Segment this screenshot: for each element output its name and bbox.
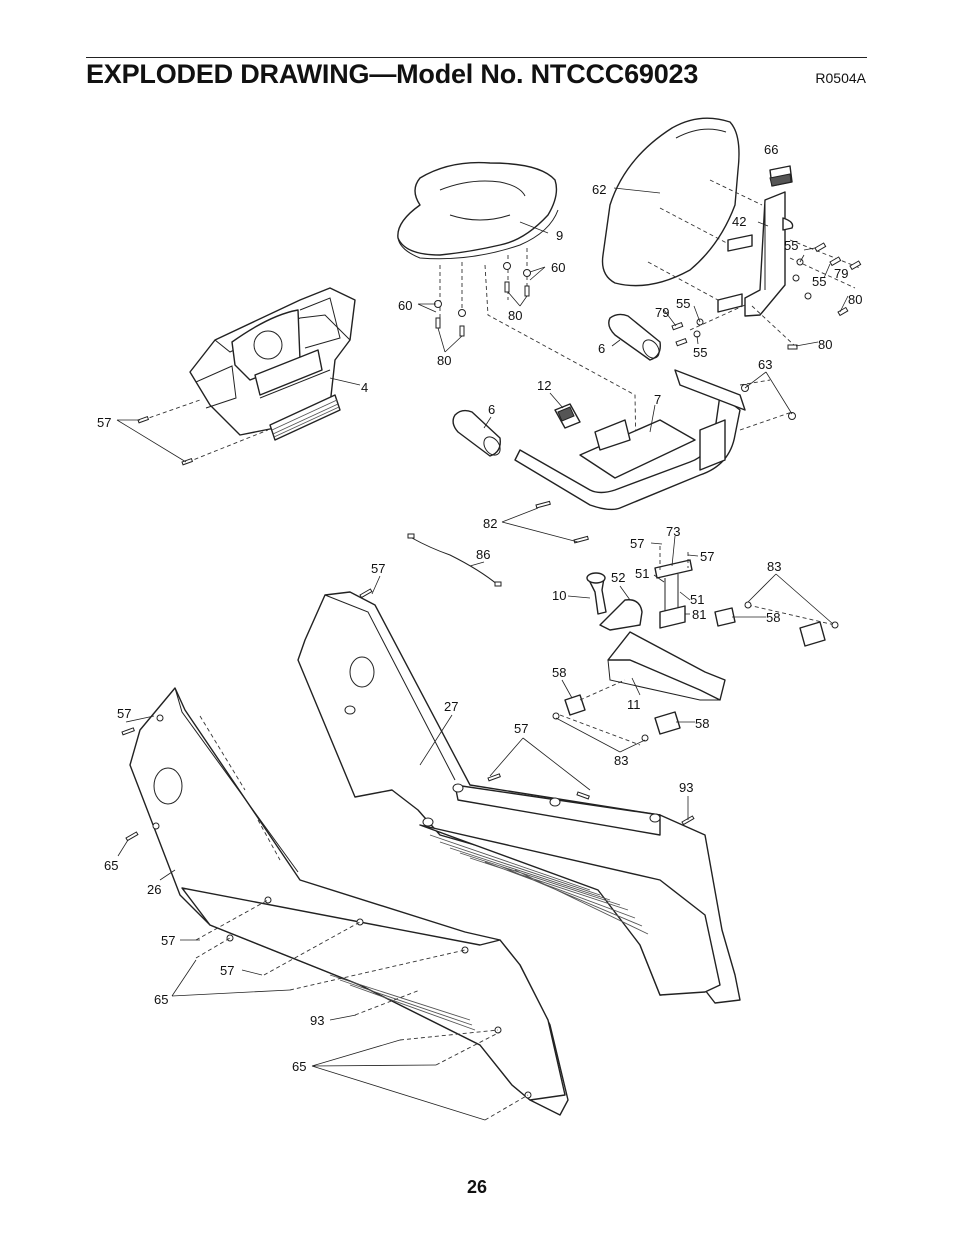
callout-55: 55 bbox=[812, 274, 826, 289]
callout-51: 51 bbox=[690, 592, 704, 607]
callout-80: 80 bbox=[508, 308, 522, 323]
callout-6: 6 bbox=[598, 341, 605, 356]
callout-7: 7 bbox=[654, 392, 661, 407]
callout-58: 58 bbox=[552, 665, 566, 680]
callout-58: 58 bbox=[766, 610, 780, 625]
backrest-bracket-part-42 bbox=[717, 165, 794, 317]
callout-63: 63 bbox=[758, 357, 772, 372]
callout-83: 83 bbox=[614, 753, 628, 768]
callout-60: 60 bbox=[398, 298, 412, 313]
callout-55: 55 bbox=[676, 296, 690, 311]
backrest-hardware bbox=[671, 239, 862, 350]
callout-42: 42 bbox=[732, 214, 746, 229]
callout-55: 55 bbox=[784, 238, 798, 253]
callout-65: 65 bbox=[104, 858, 118, 873]
callout-51: 51 bbox=[635, 566, 649, 581]
page-title: EXPLODED DRAWING—Model No. NTCCC69023 bbox=[86, 59, 699, 89]
callout-27: 27 bbox=[444, 699, 458, 714]
wire-part-86 bbox=[407, 533, 502, 587]
backrest-part-62 bbox=[601, 117, 763, 301]
callout-83: 83 bbox=[767, 559, 781, 574]
callout-57: 57 bbox=[700, 549, 714, 564]
seat-part-9 bbox=[397, 161, 637, 456]
callout-10: 10 bbox=[552, 588, 566, 603]
callout-65: 65 bbox=[292, 1059, 306, 1074]
callout-80: 80 bbox=[437, 353, 451, 368]
callout-81: 81 bbox=[692, 607, 706, 622]
drawing-code: R0504A bbox=[815, 70, 866, 86]
left-shield-part-26 bbox=[121, 687, 569, 1121]
callout-60: 60 bbox=[551, 260, 565, 275]
callout-65: 65 bbox=[154, 992, 168, 1007]
callout-57: 57 bbox=[117, 706, 131, 721]
callout-11: 11 bbox=[627, 697, 641, 712]
callout-93: 93 bbox=[310, 1013, 324, 1028]
header-rule bbox=[86, 57, 867, 58]
callout-57: 57 bbox=[97, 415, 111, 430]
callout-9: 9 bbox=[556, 228, 563, 243]
callout-58: 58 bbox=[695, 716, 709, 731]
callout-52: 52 bbox=[611, 570, 625, 585]
handle-grips-part-6 bbox=[452, 313, 661, 457]
callout-80: 80 bbox=[848, 292, 862, 307]
callout-labels: 66 62 42 9 55 60 79 55 60 80 80 79 55 80… bbox=[97, 142, 862, 1074]
callout-66: 66 bbox=[764, 142, 778, 157]
callout-57: 57 bbox=[371, 561, 385, 576]
page-number: 26 bbox=[466, 1177, 488, 1197]
callout-57: 57 bbox=[630, 536, 644, 551]
callout-57: 57 bbox=[161, 933, 175, 948]
callout-62: 62 bbox=[592, 182, 606, 197]
callout-4: 4 bbox=[361, 380, 368, 395]
callout-79: 79 bbox=[834, 266, 848, 281]
callout-12: 12 bbox=[537, 378, 551, 393]
leader-lines bbox=[116, 187, 849, 1121]
callout-86: 86 bbox=[476, 547, 490, 562]
callout-80: 80 bbox=[818, 337, 832, 352]
console-part-4 bbox=[137, 287, 356, 466]
adjustment-assembly bbox=[586, 546, 693, 631]
callout-55: 55 bbox=[693, 345, 707, 360]
right-shield-part-27 bbox=[297, 588, 741, 1004]
callout-57: 57 bbox=[220, 963, 234, 978]
callout-26: 26 bbox=[147, 882, 161, 897]
callout-79: 79 bbox=[655, 305, 669, 320]
callout-57: 57 bbox=[514, 721, 528, 736]
seat-frame-part-7 bbox=[514, 369, 796, 544]
callout-6: 6 bbox=[488, 402, 495, 417]
callout-73: 73 bbox=[666, 524, 680, 539]
callout-82: 82 bbox=[483, 516, 497, 531]
callout-93: 93 bbox=[679, 780, 693, 795]
